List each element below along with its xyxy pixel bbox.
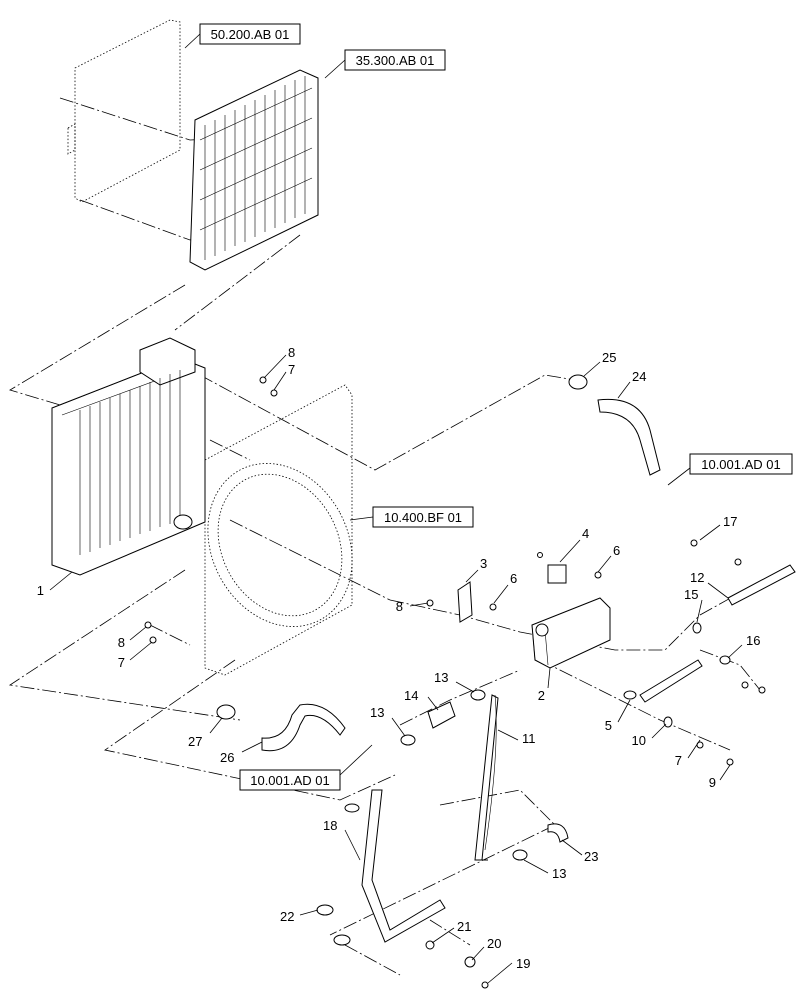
callout-19: 19 (487, 956, 530, 984)
callout-20: 20 (471, 936, 501, 961)
svg-text:3: 3 (480, 556, 487, 571)
callout-24: 24 (617, 369, 646, 399)
reference-box-10-001-bottom[interactable]: 10.001.AD 01 (239, 744, 373, 791)
callout-17: 17 (699, 514, 737, 541)
tube-part-18 (361, 789, 446, 943)
svg-text:8: 8 (288, 345, 295, 360)
svg-text:16: 16 (746, 633, 760, 648)
callout-13a: 13 (434, 670, 475, 693)
callout-16: 16 (727, 633, 760, 659)
callout-6a: 6 (493, 571, 517, 604)
callout-27: 27 (188, 717, 223, 749)
svg-text:22: 22 (280, 909, 294, 924)
svg-text:5: 5 (605, 718, 612, 733)
svg-text:11: 11 (522, 731, 536, 746)
svg-text:7: 7 (675, 753, 682, 768)
svg-text:20: 20 (487, 936, 501, 951)
callout-14: 14 (404, 688, 439, 711)
screen-panel (67, 19, 181, 203)
svg-text:13: 13 (370, 705, 384, 720)
svg-text:15: 15 (684, 587, 698, 602)
callouts: 1 2 3 4 5 6 6 7 7 7 8 8 8 9 10 11 12 13 … (37, 345, 760, 984)
svg-text:24: 24 (632, 369, 646, 384)
svg-text:27: 27 (188, 734, 202, 749)
callout-3: 3 (465, 556, 487, 583)
callout-6b: 6 (597, 543, 620, 573)
callout-9: 9 (709, 764, 731, 790)
reference-label: 35.300.AB 01 (356, 53, 435, 68)
svg-text:6: 6 (510, 571, 517, 586)
expansion-tank-part-2 (531, 597, 611, 669)
reference-label: 10.400.BF 01 (384, 510, 462, 525)
svg-text:26: 26 (220, 750, 234, 765)
reference-box-35-300[interactable]: 35.300.AB 01 (324, 49, 446, 79)
svg-text:6: 6 (613, 543, 620, 558)
callout-7a: 7 (273, 362, 295, 391)
svg-text:8: 8 (396, 599, 403, 614)
reference-label: 10.001.AD 01 (250, 773, 330, 788)
svg-text:25: 25 (602, 350, 616, 365)
hose-part-24 (568, 374, 661, 476)
bracket-part-12 (639, 564, 796, 703)
svg-text:19: 19 (516, 956, 530, 971)
svg-text:17: 17 (723, 514, 737, 529)
callout-13c: 13 (523, 859, 566, 881)
svg-text:2: 2 (538, 688, 545, 703)
tube-part-11 (474, 694, 499, 861)
svg-text:12: 12 (690, 570, 704, 585)
callout-8a: 8 (263, 345, 295, 379)
callout-8c: 8 (118, 626, 147, 650)
svg-text:21: 21 (457, 919, 471, 934)
callout-22: 22 (280, 909, 319, 924)
alignment-lines (8, 97, 761, 976)
callout-11: 11 (497, 729, 536, 746)
reference-label: 50.200.AB 01 (211, 27, 290, 42)
callout-25: 25 (583, 350, 616, 377)
reference-label: 10.001.AD 01 (701, 457, 781, 472)
condenser (189, 69, 319, 271)
callout-13b: 13 (370, 705, 406, 737)
radiator-part-1 (51, 337, 206, 576)
svg-text:8: 8 (118, 635, 125, 650)
callout-5: 5 (605, 699, 631, 733)
svg-text:7: 7 (288, 362, 295, 377)
callout-18: 18 (323, 818, 361, 861)
svg-text:23: 23 (584, 849, 598, 864)
svg-text:9: 9 (709, 775, 716, 790)
svg-text:18: 18 (323, 818, 337, 833)
callout-4: 4 (559, 526, 589, 563)
callout-15: 15 (684, 587, 703, 623)
svg-text:1: 1 (37, 583, 44, 598)
callout-21: 21 (431, 919, 471, 944)
callout-1: 1 (37, 571, 73, 598)
callout-7b: 7 (118, 641, 153, 670)
callout-10: 10 (632, 723, 667, 748)
hose-part-26 (216, 703, 346, 752)
callout-8b: 8 (396, 599, 429, 614)
svg-text:7: 7 (118, 655, 125, 670)
fan-shroud (204, 384, 353, 676)
svg-text:13: 13 (552, 866, 566, 881)
reference-box-10-001-top[interactable]: 10.001.AD 01 (667, 453, 793, 486)
reference-box-10-400[interactable]: 10.400.BF 01 (349, 506, 474, 528)
callout-7c: 7 (675, 739, 701, 768)
callout-23: 23 (561, 839, 598, 864)
callout-2: 2 (538, 667, 551, 703)
svg-text:14: 14 (404, 688, 418, 703)
callout-12: 12 (690, 570, 729, 599)
callout-26: 26 (220, 741, 263, 765)
svg-text:10: 10 (632, 733, 646, 748)
svg-text:4: 4 (582, 526, 589, 541)
reference-box-50-200[interactable]: 50.200.AB 01 (184, 23, 301, 49)
svg-text:13: 13 (434, 670, 448, 685)
